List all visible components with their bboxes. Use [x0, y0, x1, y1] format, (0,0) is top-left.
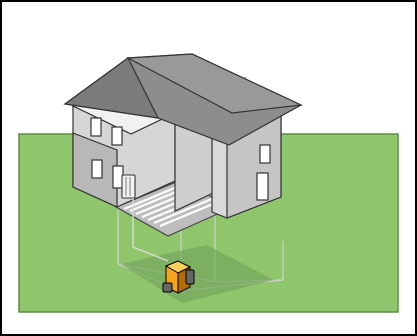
heating-pipe — [132, 198, 169, 262]
ground-shadow — [121, 245, 274, 303]
house-icon — [63, 53, 304, 262]
heat-pump-unit-icon — [162, 260, 195, 294]
